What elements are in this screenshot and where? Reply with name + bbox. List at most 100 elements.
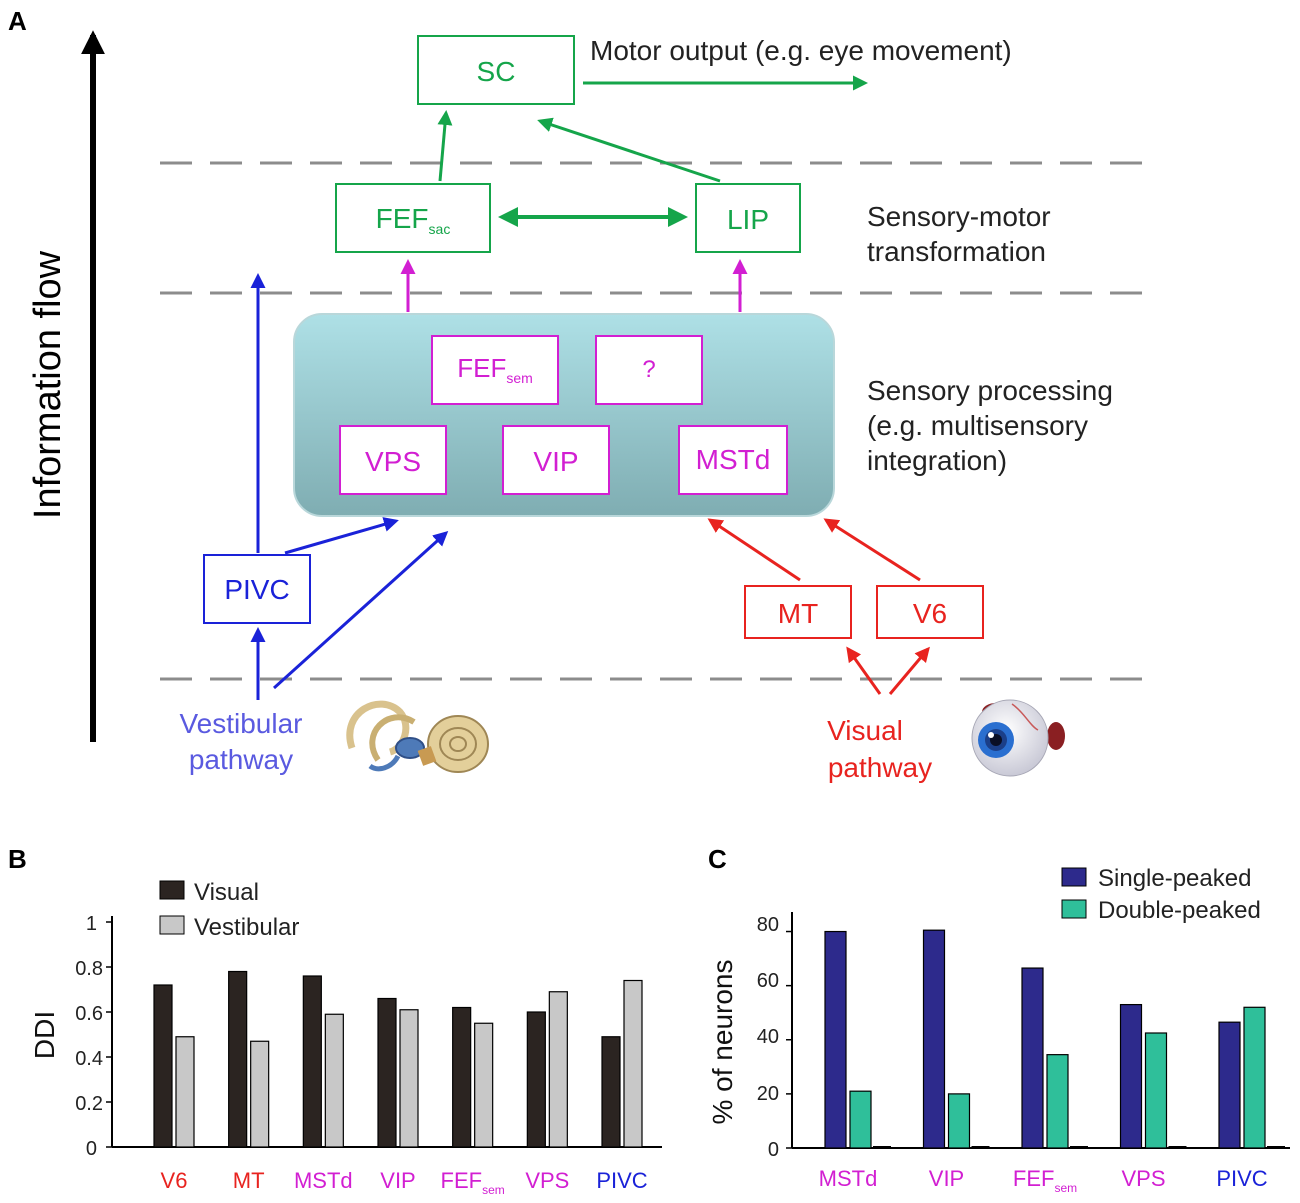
category-label-fefsem: FEFsem: [1013, 1166, 1077, 1195]
vip-box: [502, 425, 610, 495]
vip-label: VIP: [533, 446, 578, 477]
category-label-v6: V6: [161, 1168, 188, 1193]
panel-a: A Information flow SC Motor output (e.g.…: [8, 6, 1160, 783]
sensory-motor-label-line2: transformation: [867, 236, 1046, 267]
inner-ear-icon: [346, 700, 489, 773]
legend-vestibular-label: Vestibular: [194, 914, 299, 941]
mstd-box: [678, 425, 788, 495]
ddi-tick-0-6: 0.6: [75, 1003, 103, 1025]
v6-to-processing-arrow: [823, 518, 921, 582]
category-label-fefsem: FEFsem: [441, 1168, 505, 1197]
pivc-box: [203, 554, 311, 624]
sc-box: [417, 35, 575, 105]
bar-visual-vps: [526, 1011, 546, 1148]
bar-visual-vip: [377, 997, 397, 1148]
panel-c-label: C: [708, 844, 727, 874]
pivc-to-processing-arrow: [284, 517, 399, 555]
percent-tick-20: 20: [757, 1083, 779, 1105]
ddi-tick-1: 1: [86, 913, 97, 935]
fef-sac-to-sc-arrow: [437, 110, 453, 182]
unknown-area-box: [595, 335, 703, 405]
visual-to-mt-arrow: [846, 646, 882, 695]
sensory-processing-line3: integration): [867, 445, 1007, 476]
bar-double-peaked-mstd: [849, 1090, 872, 1149]
vestibular-to-processing-arrow: [272, 530, 449, 690]
panel-b: B Visual Vestibular DDI 0 0.2 0.4 0.6 0.…: [8, 844, 662, 1197]
mt-label: MT: [778, 598, 818, 629]
percent-tick-40: 40: [757, 1026, 779, 1048]
eyeball-icon: [971, 699, 1065, 777]
lip-label: LIP: [727, 204, 769, 235]
bar-visual-v6: [153, 984, 173, 1148]
pivc-label: PIVC: [224, 574, 289, 605]
legend-vestibular-swatch: [159, 915, 185, 935]
bar-visual-fefsem: [452, 1006, 472, 1148]
panel-a-label: A: [8, 6, 27, 36]
ddi-tick-0-4: 0.4: [75, 1048, 103, 1070]
visual-to-v6-arrow: [888, 646, 930, 695]
legend-visual-swatch: [159, 880, 185, 900]
visual-pathway-line1: Visual: [827, 715, 903, 746]
bar-vestibular-mstd: [324, 1013, 344, 1148]
legend-single-peaked-label: Single-peaked: [1098, 865, 1251, 892]
sensory-processing-line1: Sensory processing: [867, 375, 1113, 406]
percent-tick-0: 0: [768, 1139, 779, 1161]
fef-sac-box: [335, 183, 491, 253]
sensory-processing-line2: (e.g. multisensory: [867, 410, 1088, 441]
fef-sem-label: FEFsem: [457, 353, 533, 386]
ddi-chart: V6 MT MSTd VIP FEFsem VPS PIVC: [106, 916, 662, 1197]
fef-sac-label: FEFsac: [376, 203, 451, 237]
category-label-mstd: MSTd: [819, 1166, 878, 1191]
bar-double-peaked-pivc: [1243, 1006, 1266, 1149]
ddi-axis-label: DDI: [29, 1011, 60, 1059]
legend-double-peaked-label: Double-peaked: [1098, 897, 1261, 924]
category-label-vip: VIP: [380, 1168, 415, 1193]
bar-single-peaked-pivc: [1218, 1021, 1241, 1149]
fef-sem-box: [431, 335, 559, 405]
ddi-tick-0-2: 0.2: [75, 1093, 103, 1115]
vestibular-pathway-line2: pathway: [189, 744, 293, 775]
lip-to-sc-arrow: [537, 117, 721, 183]
bar-vestibular-v6: [175, 1036, 195, 1148]
bar-vestibular-vps: [548, 991, 568, 1148]
bar-single-peaked-vip: [922, 929, 946, 1149]
bar-single-peaked-fefsem: [1021, 967, 1044, 1149]
v6-box: [876, 585, 984, 639]
bar-double-peaked-vip: [947, 1093, 971, 1149]
v6-label: V6: [913, 598, 947, 629]
ddi-tick-0: 0: [86, 1138, 97, 1160]
bar-single-peaked-mstd: [824, 930, 847, 1149]
bar-vestibular-vip: [399, 1009, 419, 1148]
category-label-vps: VPS: [525, 1168, 569, 1193]
bar-double-peaked-vps: [1144, 1032, 1168, 1149]
sensory-motor-label-line1: Sensory-motor: [867, 201, 1051, 232]
mt-to-processing-arrow: [707, 518, 801, 582]
motor-output-label: Motor output (e.g. eye movement): [590, 35, 1012, 66]
panel-c: C Single-peaked Double-peaked % of neuro…: [707, 844, 1290, 1195]
bar-vestibular-pivc: [623, 979, 643, 1148]
vps-label: VPS: [365, 446, 421, 477]
panel-b-label: B: [8, 844, 27, 874]
vps-box: [339, 425, 447, 495]
bar-visual-pivc: [601, 1036, 621, 1148]
bar-single-peaked-vps: [1119, 1003, 1143, 1149]
percent-neurons-axis-label: % of neurons: [707, 960, 738, 1125]
information-flow-label: Information flow: [27, 250, 69, 519]
bar-double-peaked-fefsem: [1046, 1054, 1069, 1149]
category-label-mstd: MSTd: [294, 1168, 353, 1193]
unknown-area-label: ?: [642, 356, 655, 383]
bar-vestibular-mt: [250, 1040, 270, 1148]
legend-visual-label: Visual: [194, 879, 259, 906]
category-label-pivc: PIVC: [1216, 1166, 1267, 1191]
legend-double-peaked-swatch: [1061, 899, 1087, 919]
category-label-mt: MT: [233, 1168, 265, 1193]
bar-visual-mstd: [302, 975, 322, 1148]
ddi-tick-0-8: 0.8: [75, 958, 103, 980]
category-label-pivc: PIVC: [596, 1168, 647, 1193]
percent-tick-60: 60: [757, 970, 779, 992]
vestibular-pathway-line1: Vestibular: [180, 708, 303, 739]
visual-pathway-line2: pathway: [828, 752, 932, 783]
mstd-label: MSTd: [696, 444, 771, 475]
